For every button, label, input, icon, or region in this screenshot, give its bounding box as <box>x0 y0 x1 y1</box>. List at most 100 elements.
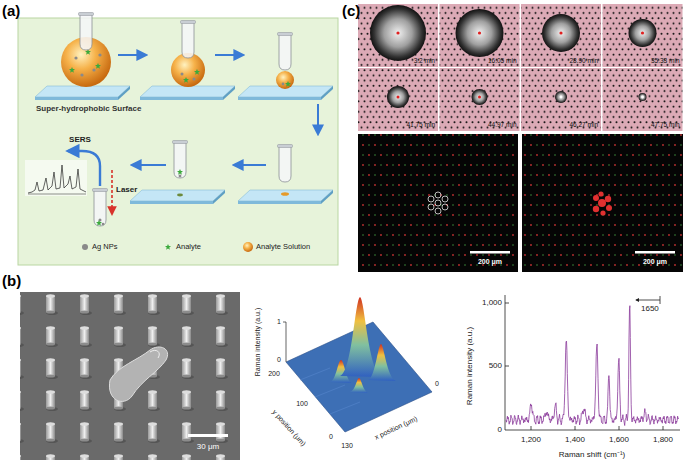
tick-label: 200 <box>268 370 280 378</box>
time-stamp: 16.05 min <box>488 57 517 64</box>
axis-title: Raman intensity (a.u.) <box>466 327 475 405</box>
tick-label: 130 <box>341 442 353 450</box>
panel-c-shape <box>603 68 683 131</box>
scale-bar-label: 30 μm <box>197 443 219 452</box>
panel-a-shape <box>181 73 184 76</box>
axis-title: x position (μm) <box>374 415 419 441</box>
panel-a-shape <box>25 160 87 196</box>
panel-c-shape <box>560 96 563 99</box>
panel-a-shape <box>193 78 196 81</box>
panel-a-shape <box>282 83 285 86</box>
panel-c-shape <box>428 192 448 214</box>
tick-label: 1 <box>277 318 281 326</box>
panel-letter: (b) <box>2 273 21 290</box>
panel-letter: (c) <box>342 3 360 20</box>
panel-a <box>18 13 338 266</box>
panel-a-shape <box>173 141 188 179</box>
panel-c-shape-shape <box>435 192 441 198</box>
panel-c-shape <box>440 68 520 131</box>
legend-text: Analyte <box>176 243 201 251</box>
legend-text: Ag NPs <box>92 243 117 251</box>
panel-c-shape <box>542 14 580 52</box>
panel-a-shape <box>281 192 289 196</box>
panel-c-shape <box>522 134 683 272</box>
panel-a-shape <box>74 56 77 59</box>
panel-a-shape <box>132 164 166 166</box>
panel-c-shape <box>593 191 612 215</box>
panel-b-shape <box>283 322 286 323</box>
sers-label: SERS <box>69 136 91 145</box>
time-stamp: 46.27 min <box>569 121 598 128</box>
panel-c-shape <box>521 68 601 131</box>
panel-a-shape <box>98 53 101 56</box>
panel-a-shape <box>82 244 88 250</box>
tick-label: 1,400 <box>565 436 585 445</box>
panel-a-shape <box>165 244 171 250</box>
panel-b-shape <box>660 296 661 304</box>
panel-a-shape <box>278 145 293 183</box>
panel-c-shape-shape <box>428 196 434 202</box>
panel-a-shape <box>80 73 83 76</box>
panel-b <box>20 292 680 460</box>
surface-label: Super-hydrophobic Surface <box>36 105 141 114</box>
panel-c-shape <box>478 96 481 99</box>
panel-c-shape <box>639 93 647 101</box>
panel-c-shape <box>641 31 644 34</box>
panel-b-shape <box>505 295 506 430</box>
panel-c-shape <box>396 31 399 34</box>
axis-title: Raman intensity (a.u.) <box>254 308 262 376</box>
panel-c-shape <box>440 4 520 67</box>
panel-letter: (a) <box>2 3 20 20</box>
panel-b-shape <box>150 350 159 358</box>
panel-a-shape <box>215 54 243 56</box>
time-stamp: 41.75 min <box>406 121 435 128</box>
scale-bar-label: 200 μm <box>643 258 667 266</box>
panel-b-shape <box>20 292 240 460</box>
tick-label: 0 <box>329 433 333 441</box>
panel-c-shape-shape <box>442 196 448 202</box>
panel-a-shape <box>285 81 291 87</box>
panel-b-shape <box>636 300 660 301</box>
panel-c <box>358 4 683 272</box>
panel-c-shape <box>641 96 644 99</box>
panel-a-shape <box>35 86 130 100</box>
panel-c-shape <box>358 68 438 131</box>
panel-a-shape <box>18 18 338 265</box>
time-stamp: 44.97 min <box>488 121 517 128</box>
panel-a-shape <box>69 67 75 73</box>
panel-a-shape <box>181 21 196 59</box>
panel-c-shape <box>521 4 601 67</box>
tick-label: 1,600 <box>609 436 629 445</box>
panel-c-shape-shape <box>435 200 441 206</box>
legend-text: Analyte Solution <box>256 243 310 251</box>
time-stamp: 47.75 min <box>651 121 680 128</box>
panel-a-shape <box>92 68 95 71</box>
panel-a-shape <box>96 220 102 226</box>
panel-c-shape-shape <box>598 191 603 196</box>
panel-a-shape <box>179 175 182 178</box>
panel-a-shape <box>79 13 94 51</box>
panel-c-shape-shape <box>605 196 611 202</box>
tick-label: 100 <box>296 400 308 408</box>
panel-a-shape <box>317 104 319 134</box>
axis-title: y position (μm) <box>271 408 308 447</box>
tick-label: 1,800 <box>653 436 673 445</box>
panel-a-shape <box>243 242 253 252</box>
panel-b-shape <box>286 322 287 362</box>
tick-label: 0 <box>277 356 281 364</box>
panel-a-shape <box>93 189 108 227</box>
panel-c-shape <box>635 251 675 254</box>
panel-b-shape <box>506 306 679 426</box>
panel-a-shape <box>238 190 333 204</box>
panel-a-shape <box>234 164 266 166</box>
panel-b-shape <box>188 434 228 437</box>
scale-bar-label: 200 μm <box>478 258 502 266</box>
panel-c-shape <box>559 31 562 34</box>
panel-c-shape-shape <box>442 204 448 210</box>
panel-a-shape <box>177 169 183 175</box>
tick-label: 1,200 <box>521 436 541 445</box>
panel-c-shape <box>472 89 488 105</box>
panel-a-shape <box>276 71 294 89</box>
panel-a-shape <box>194 69 200 75</box>
